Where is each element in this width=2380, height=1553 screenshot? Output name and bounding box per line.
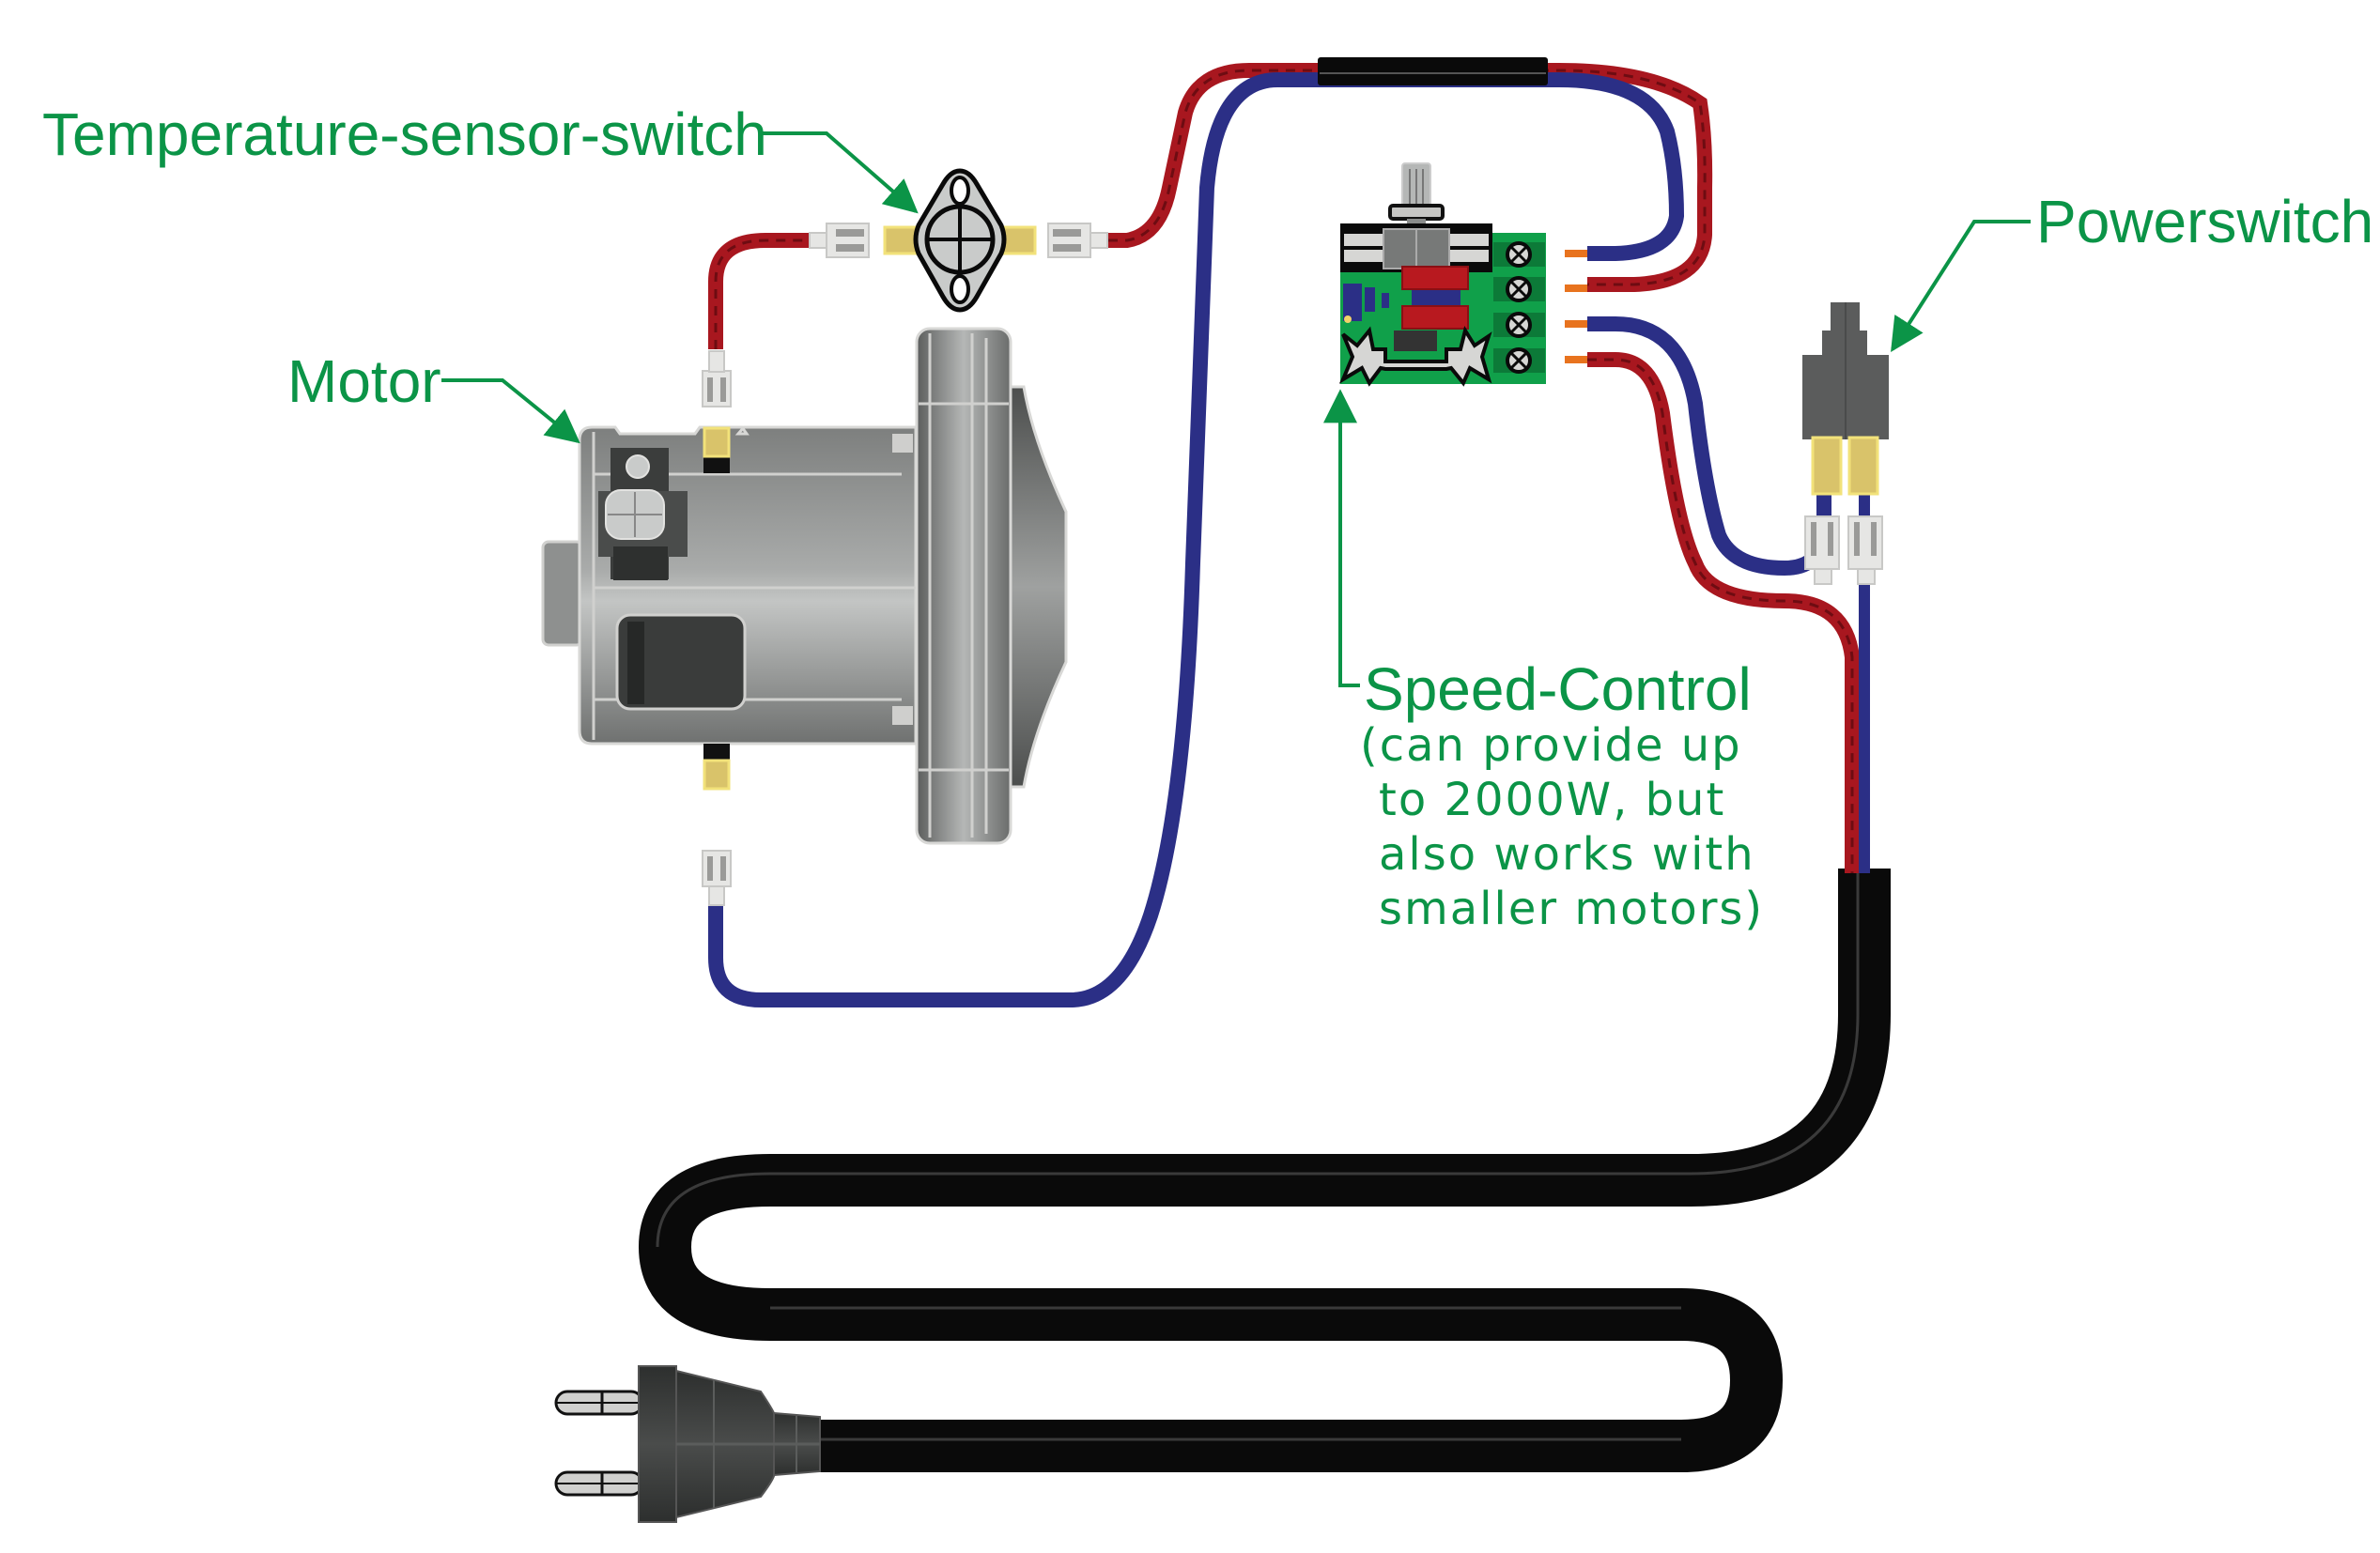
- label-powerswitch-text: Powerswitch: [2036, 188, 2373, 255]
- leader-arrow-icon: [1891, 220, 2031, 353]
- motor-bottom-connector: [702, 850, 732, 906]
- label-powerswitch: Powerswitch: [1891, 188, 2373, 353]
- label-speed-control: Speed-Control (can provide up to 2000W, …: [1323, 389, 1764, 935]
- screw-terminal-2: [1493, 276, 1545, 302]
- speed-control-note-line: (can provide up: [1360, 719, 1742, 772]
- screw-terminal-3: [1493, 312, 1545, 338]
- speed-control-note-line: smaller motors): [1379, 883, 1764, 935]
- leader-arrow-icon: [1323, 389, 1360, 687]
- wire-speed-control-to-mains: [1587, 352, 1860, 873]
- label-temperature-sensor: Temperature-sensor-switch: [42, 100, 919, 214]
- label-motor-text: Motor: [287, 347, 441, 415]
- motor-icon: [541, 327, 1068, 845]
- leader-arrow-icon: [441, 378, 580, 444]
- wire-thermostat-to-speed-control: [1108, 63, 1713, 292]
- wire-motor-to-speed-control: [708, 72, 1685, 1007]
- thermostat-icon: [809, 168, 1108, 313]
- motor-top-connector: [702, 350, 732, 407]
- switch-icon: [1802, 302, 1889, 585]
- mains-cord: [638, 869, 1891, 1472]
- plug-pin-bottom: [554, 1470, 644, 1497]
- speed-control-note-line: to 2000W, but: [1379, 774, 1725, 826]
- screw-terminal-1: [1493, 241, 1545, 268]
- plug-icon: [554, 1365, 821, 1523]
- pcb-icon: [1338, 162, 1587, 387]
- wire-motor-to-thermostat: [708, 233, 810, 349]
- plug-pin-top: [554, 1390, 644, 1416]
- screw-terminal-4: [1493, 347, 1545, 374]
- leader-arrow-icon: [763, 131, 919, 214]
- label-temperature-sensor-text: Temperature-sensor-switch: [42, 100, 767, 168]
- label-speed-control-text: Speed-Control: [1364, 655, 1752, 723]
- label-motor: Motor: [287, 347, 580, 444]
- wire-speed-control-to-switch: [1587, 316, 1831, 577]
- speed-control-note-line: also works with: [1379, 828, 1755, 881]
- heatshrink-sleeve: [1318, 57, 1548, 85]
